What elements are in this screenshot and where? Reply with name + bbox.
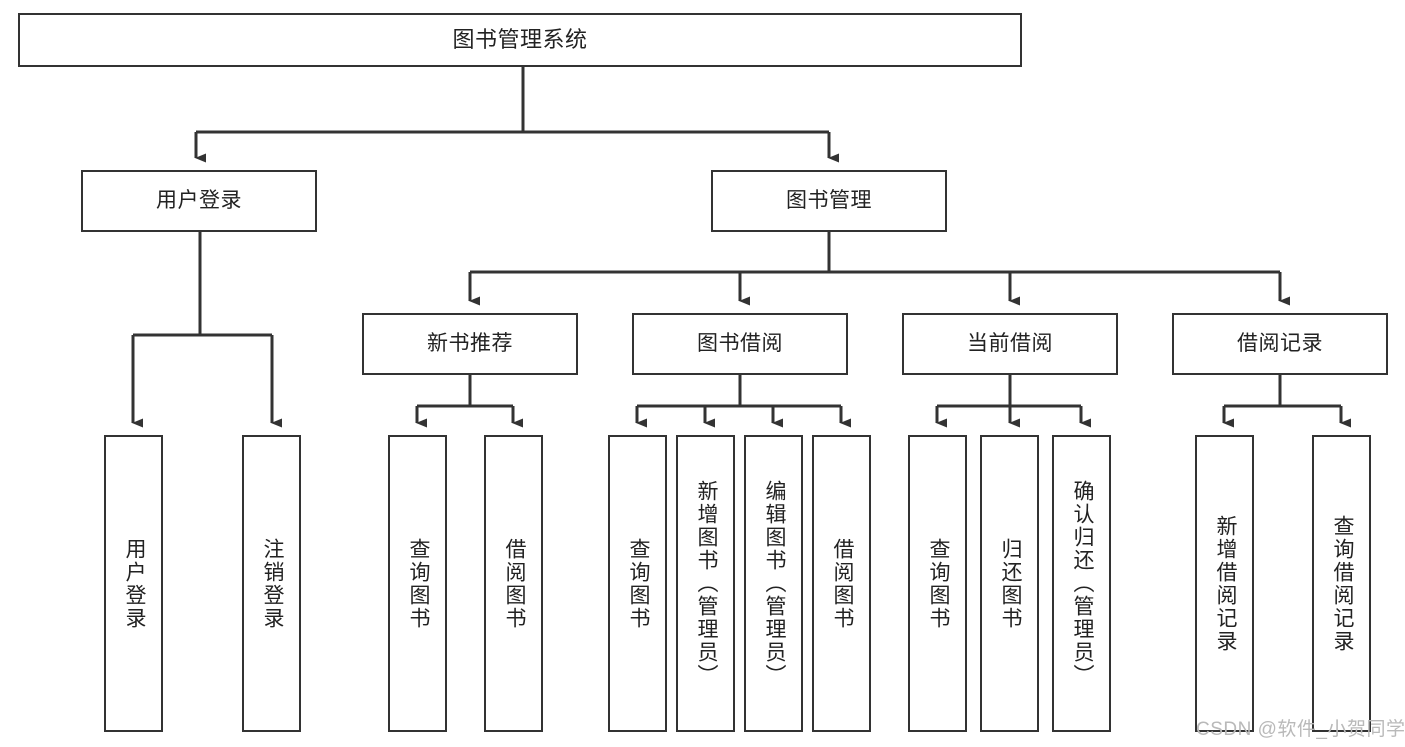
- edge-bookmanage-to-level3: [468, 232, 1290, 306]
- node-label: 新书推荐: [427, 332, 513, 356]
- node-label: 新增图书（管理员）: [694, 480, 718, 687]
- node-label: 借阅图书: [830, 537, 854, 630]
- node-user-login[interactable]: 用户登录: [81, 170, 317, 232]
- node-leaf-query-book-current[interactable]: 查询图书: [908, 435, 967, 732]
- node-leaf-query-book-recommend[interactable]: 查询图书: [388, 435, 447, 732]
- node-leaf-query-book-borrow[interactable]: 查询图书: [608, 435, 667, 732]
- node-label: 图书管理: [786, 189, 872, 213]
- edge-currentborrow-to-leaves: [935, 375, 1091, 428]
- node-leaf-borrow-book-recommend[interactable]: 借阅图书: [484, 435, 543, 732]
- node-label: 新增借阅记录: [1213, 514, 1237, 653]
- node-borrow-record[interactable]: 借阅记录: [1172, 313, 1388, 375]
- node-new-book-recommendation[interactable]: 新书推荐: [362, 313, 578, 375]
- node-label: 借阅图书: [502, 537, 526, 630]
- node-label: 用户登录: [122, 537, 146, 630]
- node-label: 查询借阅记录: [1330, 514, 1354, 653]
- node-label: 用户登录: [156, 189, 242, 213]
- node-label: 注销登录: [260, 537, 284, 630]
- edge-bookborrow-to-leaves: [635, 375, 851, 428]
- edge-borrowrecord-to-leaves: [1222, 375, 1351, 428]
- node-root-system[interactable]: 图书管理系统: [18, 13, 1022, 67]
- node-label: 图书管理系统: [452, 26, 588, 52]
- node-leaf-borrow-book[interactable]: 借阅图书: [812, 435, 871, 732]
- node-label: 借阅记录: [1237, 332, 1323, 356]
- node-leaf-user-logout[interactable]: 注销登录: [242, 435, 301, 732]
- node-book-management[interactable]: 图书管理: [711, 170, 947, 232]
- node-leaf-confirm-return-admin[interactable]: 确认归还（管理员）: [1052, 435, 1111, 732]
- node-label: 查询图书: [926, 537, 950, 630]
- node-label: 归还图书: [998, 537, 1022, 630]
- node-label: 编辑图书（管理员）: [762, 480, 786, 687]
- edge-root-to-level2: [194, 67, 839, 163]
- node-current-borrow[interactable]: 当前借阅: [902, 313, 1118, 375]
- node-leaf-user-login[interactable]: 用户登录: [104, 435, 163, 732]
- node-label: 查询图书: [406, 537, 430, 630]
- edge-userlogin-to-leaves: [131, 232, 282, 428]
- node-label: 图书借阅: [697, 332, 783, 356]
- node-label: 当前借阅: [967, 332, 1053, 356]
- node-leaf-edit-book-admin[interactable]: 编辑图书（管理员）: [744, 435, 803, 732]
- node-leaf-add-borrow-record[interactable]: 新增借阅记录: [1195, 435, 1254, 732]
- node-label: 确认归还（管理员）: [1070, 480, 1094, 687]
- node-leaf-add-book-admin[interactable]: 新增图书（管理员）: [676, 435, 735, 732]
- edge-newbookrec-to-leaves: [415, 375, 523, 428]
- node-book-borrow[interactable]: 图书借阅: [632, 313, 848, 375]
- node-leaf-return-book[interactable]: 归还图书: [980, 435, 1039, 732]
- node-label: 查询图书: [626, 537, 650, 630]
- node-leaf-query-borrow-record[interactable]: 查询借阅记录: [1312, 435, 1371, 732]
